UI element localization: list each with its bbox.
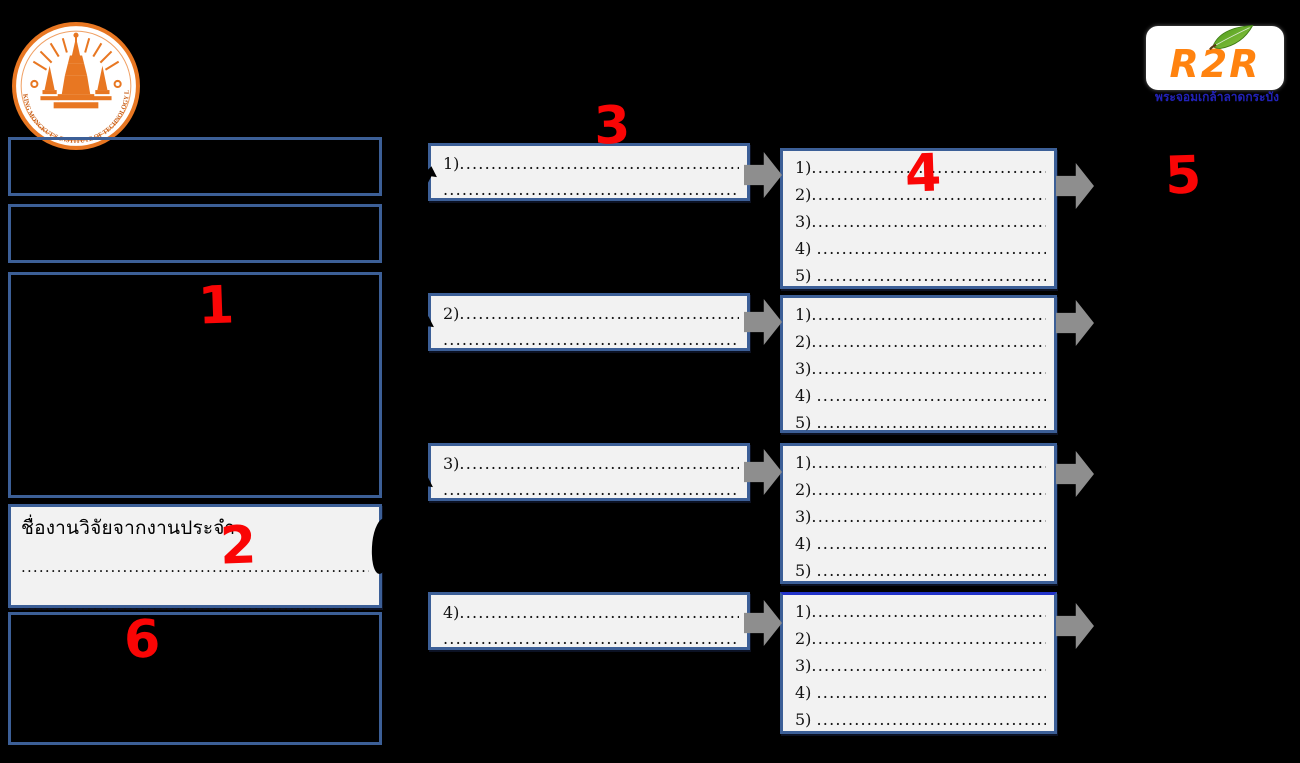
- right-box-3: 1)......................................…: [780, 443, 1057, 584]
- connector-mark: [404, 597, 422, 623]
- annotation-number-5: 5: [1163, 145, 1203, 207]
- item-number: 2): [795, 332, 812, 351]
- arrow-right-icon: [1056, 603, 1094, 649]
- item-number: 4): [795, 386, 817, 405]
- dotted-field: ........................................…: [811, 158, 1046, 177]
- item-number: 1): [795, 602, 812, 621]
- item-number: 4): [443, 603, 460, 622]
- dotted-field: ........................................…: [811, 359, 1046, 378]
- item-number: 5): [795, 266, 817, 285]
- dotted-field: ........................................…: [443, 330, 739, 349]
- dotted-field: ........................................…: [459, 154, 739, 173]
- arrow-right-icon: [1056, 163, 1094, 209]
- dotted-field: ........................................…: [459, 304, 739, 323]
- leaf-icon: [1209, 24, 1254, 51]
- dotted-field: ........................................…: [816, 534, 1046, 553]
- item-number: 1): [795, 453, 812, 472]
- item-number: 1): [795, 158, 812, 177]
- item-number: 5): [795, 561, 817, 580]
- dotted-field: ........................................…: [811, 480, 1046, 499]
- empty-box-1: [8, 272, 382, 498]
- dotted-field: ........................................…: [811, 629, 1046, 648]
- research-title-label: ชื่องานวิจัยจากงานประจำ: [21, 518, 236, 539]
- item-number: 3): [795, 656, 812, 675]
- dotted-field: ........................................…: [816, 239, 1046, 258]
- dotted-field: ........................................…: [811, 656, 1046, 675]
- dotted-field: ........................................…: [816, 266, 1046, 285]
- item-number: 2): [795, 629, 812, 648]
- middle-box-1: 1)......................................…: [428, 143, 750, 201]
- item-number: 4): [795, 534, 817, 553]
- empty-box-6: [8, 612, 382, 745]
- item-number: 3): [795, 359, 812, 378]
- dotted-field: ........................................…: [811, 212, 1046, 231]
- dotted-field: ........................................…: [816, 683, 1046, 702]
- empty-box-top-2: [8, 204, 382, 263]
- dotted-field: ........................................…: [811, 602, 1046, 621]
- item-number: 2): [443, 304, 460, 323]
- dotted-field: ........................................…: [811, 305, 1046, 324]
- item-number: 1): [795, 305, 812, 324]
- dotted-field: ........................................…: [443, 180, 739, 199]
- dotted-field: ........................................…: [811, 185, 1046, 204]
- annotation-number-1: 1: [196, 275, 236, 337]
- middle-box-4: 4)......................................…: [428, 592, 750, 650]
- dotted-field: ........................................…: [811, 507, 1046, 526]
- arrow-right-icon: [1056, 451, 1094, 497]
- arrow-right-icon: [1056, 300, 1094, 346]
- item-number: 3): [795, 212, 812, 231]
- item-number: 3): [443, 454, 460, 473]
- annotation-number-4: 4: [903, 143, 943, 205]
- dotted-field: ........................................…: [21, 558, 369, 576]
- annotation-number-3: 3: [592, 95, 632, 157]
- dotted-field: ........................................…: [816, 386, 1046, 405]
- dotted-field: ........................................…: [459, 603, 739, 622]
- annotation-number-6: 6: [122, 609, 162, 671]
- empty-box-top-1: [8, 137, 382, 196]
- item-number: 2): [795, 185, 812, 204]
- dotted-field: ........................................…: [811, 332, 1046, 351]
- item-number: 1): [443, 154, 460, 173]
- middle-box-3: 3)......................................…: [428, 443, 750, 501]
- dotted-field: ........................................…: [459, 454, 739, 473]
- r2r-title: R2R: [1169, 42, 1261, 86]
- item-number: 5): [795, 413, 817, 432]
- item-number: 5): [795, 710, 817, 729]
- right-box-1: 1)......................................…: [780, 148, 1057, 289]
- item-number: 4): [795, 239, 817, 258]
- item-number: 4): [795, 683, 817, 702]
- item-number: 2): [795, 480, 812, 499]
- dotted-field: ........................................…: [443, 480, 739, 499]
- dotted-field: ........................................…: [21, 596, 369, 614]
- dotted-field: ........................................…: [443, 629, 739, 648]
- kmitl-seal-logo: KING MONGKUT'S INSTITUTE OF TECHNOLOGY L…: [11, 20, 140, 150]
- seal-chedi: [30, 32, 122, 109]
- middle-box-2: 2)......................................…: [428, 293, 750, 351]
- r2r-subtitle: พระจอมเกล้าลาดกระบัง: [1155, 90, 1279, 104]
- r2r-logo: R2R: [1146, 24, 1284, 90]
- right-box-4: 1)......................................…: [780, 592, 1057, 734]
- item-number: 3): [795, 507, 812, 526]
- dotted-field: ........................................…: [811, 453, 1046, 472]
- right-box-2: 1)......................................…: [780, 295, 1057, 433]
- dotted-field: ........................................…: [816, 710, 1046, 729]
- annotation-number-2: 2: [218, 515, 258, 577]
- dotted-field: ........................................…: [816, 561, 1046, 580]
- research-title-box: ชื่องานวิจัยจากงานประจำ ................…: [8, 504, 382, 614]
- dotted-field: ........................................…: [816, 413, 1046, 432]
